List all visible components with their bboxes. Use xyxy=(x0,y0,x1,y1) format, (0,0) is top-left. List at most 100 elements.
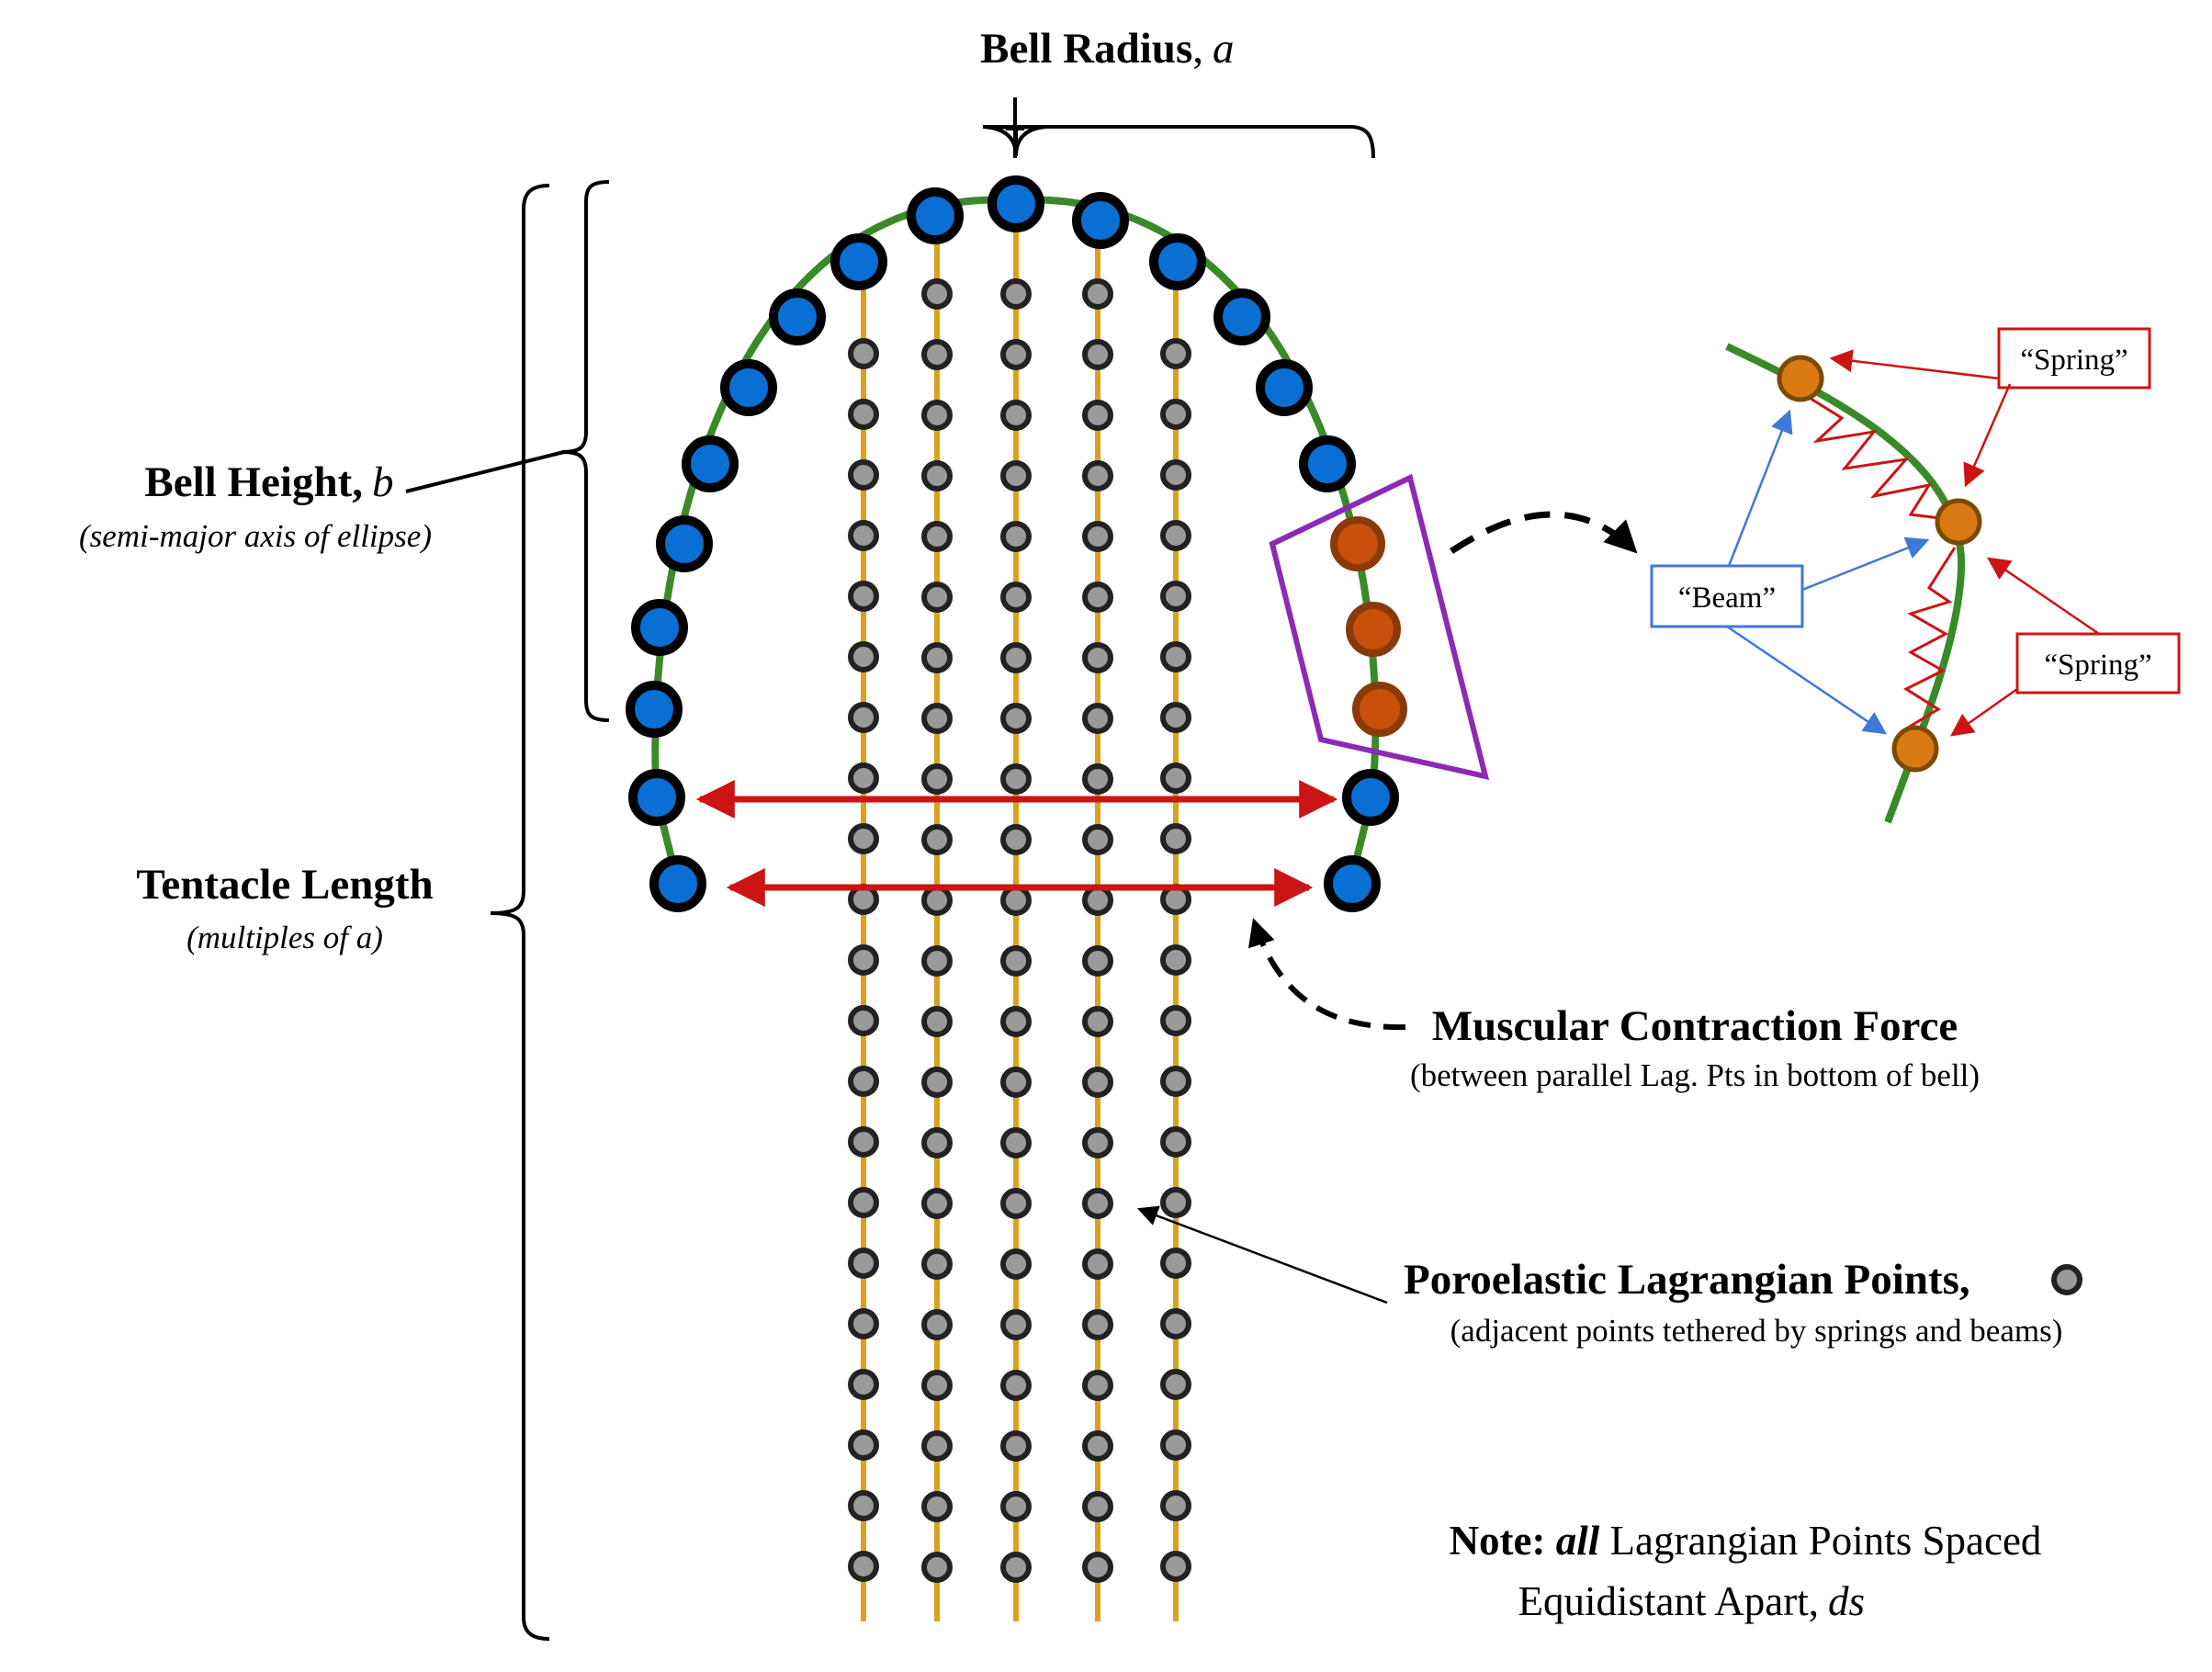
poroelastic-point xyxy=(921,400,953,431)
poroelastic-point xyxy=(848,1490,879,1521)
bell-point xyxy=(649,855,706,912)
inset-point xyxy=(1777,355,1824,402)
poroelastic-point xyxy=(1082,339,1113,370)
poroelastic-point xyxy=(848,459,879,491)
bell-point xyxy=(1213,288,1270,345)
beam-label: “Beam” xyxy=(1678,582,1776,615)
poroelastic-point xyxy=(1082,1067,1113,1098)
bell-point xyxy=(1324,855,1381,912)
highlight-point xyxy=(1346,602,1401,657)
poro-pointer xyxy=(1136,1205,1388,1305)
poroelastic-point xyxy=(1000,1491,1032,1522)
muscular-force-label: Muscular Contraction Force xyxy=(1432,1002,1958,1050)
poroelastic-point xyxy=(921,1491,953,1522)
poroelastic-point xyxy=(848,944,879,976)
highlight-point xyxy=(1352,682,1407,737)
poroelastic-point xyxy=(848,1429,879,1461)
note-line-2: Equidistant Apart, xyxy=(1518,1578,1819,1624)
poroelastic-point xyxy=(921,945,953,977)
poroelastic-point xyxy=(1082,763,1113,795)
poroelastic-point xyxy=(1082,885,1113,916)
spring-arrow xyxy=(1986,557,2100,636)
poroelastic-point xyxy=(921,278,953,310)
bell-height-label: Bell Height, xyxy=(144,458,363,506)
spring-arrow xyxy=(1949,687,2018,737)
poroelastic-point xyxy=(921,460,953,491)
bell-radius-brace-clean xyxy=(996,125,1039,130)
poroelastic-point xyxy=(848,1369,879,1400)
poroelastic-point xyxy=(1000,400,1032,431)
spring-beam-inset: “Spring” “Spring” “Beam” xyxy=(1650,327,2181,824)
poroelastic-point xyxy=(848,1551,879,1582)
poroelastic-point xyxy=(921,1188,953,1219)
poroelastic-point xyxy=(1082,824,1113,855)
poroelastic-point xyxy=(1082,582,1113,613)
bell-points xyxy=(626,175,1399,912)
poroelastic-point xyxy=(921,1430,953,1462)
bell-point xyxy=(769,288,826,345)
poroelastic-point xyxy=(1000,278,1032,310)
poroelastic-point xyxy=(921,885,953,916)
poroelastic-point xyxy=(1160,459,1191,491)
poroelastic-point xyxy=(848,338,879,369)
poroelastic-point xyxy=(848,581,879,612)
poroelastic-point xyxy=(1000,460,1032,491)
poroelastic-point xyxy=(848,1248,879,1279)
poroelastic-point xyxy=(1000,1309,1032,1340)
poroelastic-point xyxy=(1000,521,1032,552)
poroelastic-point xyxy=(1082,1370,1113,1401)
poroelastic-point xyxy=(848,1126,879,1158)
bell-height-subtitle: (semi-major axis of ellipse) xyxy=(79,518,432,554)
bell-point xyxy=(1149,233,1206,290)
poroelastic-point xyxy=(1160,823,1191,854)
poroelastic-point xyxy=(1160,1248,1191,1279)
poroelastic-point xyxy=(1160,581,1191,612)
poroelastic-point xyxy=(1082,400,1113,431)
poroelastic-point xyxy=(848,1308,879,1339)
tentacle-length-label: Tentacle Length xyxy=(136,861,433,909)
poroelastic-point xyxy=(1082,278,1113,310)
poroelastic-point xyxy=(1000,945,1032,977)
poroelastic-point xyxy=(1160,1429,1191,1461)
poroelastic-point xyxy=(1082,1491,1113,1522)
poroelastic-point xyxy=(1000,1006,1032,1037)
poroelastic-point xyxy=(921,1248,953,1280)
poroelastic-point xyxy=(1000,1552,1032,1583)
poroelastic-point xyxy=(1160,1126,1191,1158)
muscular-arrow xyxy=(1247,918,1406,1031)
poroelastic-point xyxy=(921,1552,953,1583)
poroelastic-point xyxy=(1082,1248,1113,1280)
poroelastic-point xyxy=(921,824,953,855)
poroelastic-point xyxy=(1082,460,1113,491)
poroelastic-point xyxy=(1160,641,1191,672)
bell-point xyxy=(1342,769,1399,826)
bell-point xyxy=(907,187,964,244)
poroelastic-point xyxy=(1160,399,1191,430)
muscular-force-subtitle: (between parallel Lag. Pts in bottom of … xyxy=(1410,1057,1980,1093)
poroelastic-point xyxy=(1082,1552,1113,1583)
poroelastic-point xyxy=(1160,944,1191,976)
bell-point xyxy=(656,515,713,572)
poroelastic-point xyxy=(1082,703,1113,734)
inset-spring-bottom xyxy=(1900,547,1957,746)
poroelastic-point xyxy=(1000,763,1032,795)
poroelastic-point xyxy=(1160,1490,1191,1521)
poroelastic-label: Poroelastic Lagrangian Points, xyxy=(1404,1256,1970,1304)
bell-point xyxy=(1299,435,1356,492)
poroelastic-point xyxy=(1000,824,1032,855)
poroelastic-point xyxy=(1160,1308,1191,1339)
bell-point xyxy=(830,233,887,290)
bell-height-brace xyxy=(561,180,610,722)
bell-point xyxy=(628,769,685,826)
poroelastic-point xyxy=(1160,1551,1191,1582)
poroelastic-points xyxy=(848,278,1191,1583)
poroelastic-point xyxy=(1160,1369,1191,1400)
poroelastic-point xyxy=(1000,339,1032,370)
spring-arrow xyxy=(1963,383,2012,488)
poroelastic-point xyxy=(1082,945,1113,977)
poroelastic-point xyxy=(1082,1127,1113,1158)
poroelastic-point xyxy=(1000,703,1032,734)
highlighted-points xyxy=(1330,516,1407,737)
spring-label-top: “Spring” xyxy=(2020,344,2127,377)
